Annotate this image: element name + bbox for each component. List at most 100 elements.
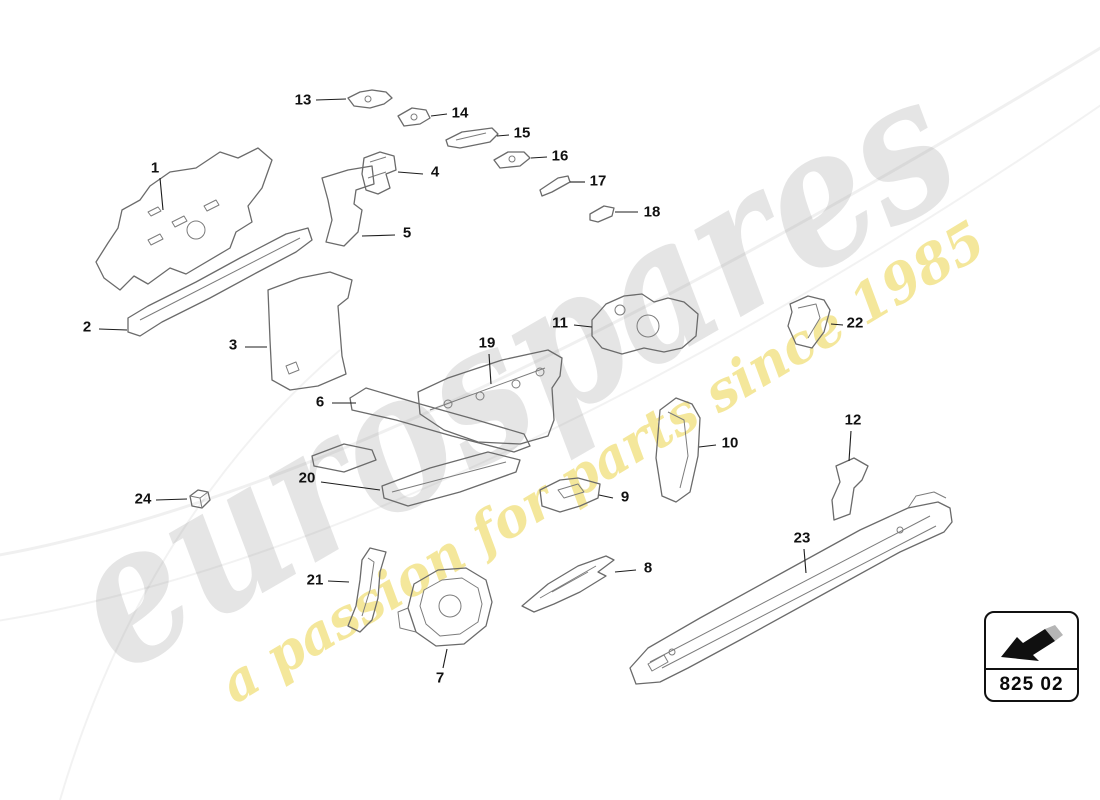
part-22-detail	[797, 303, 821, 339]
background-swoosh	[0, 46, 1100, 557]
leader-line-20	[320, 481, 381, 491]
leader-line-7	[442, 648, 448, 669]
part-23-detail	[647, 491, 947, 672]
leader-line-10	[698, 444, 717, 448]
part-23-shape	[629, 501, 953, 685]
callout-1: 1	[151, 160, 159, 177]
part-19-hole	[535, 367, 545, 377]
leader-line-21	[327, 580, 350, 583]
part-14-hole	[410, 113, 418, 121]
part-19-hole	[443, 399, 453, 409]
part-19-shape	[417, 349, 563, 445]
part-19-hole	[511, 379, 521, 389]
part-3-shape	[267, 271, 353, 391]
callout-18: 18	[644, 204, 661, 221]
callout-21: 21	[307, 572, 324, 589]
callout-14: 14	[452, 105, 469, 122]
leader-line-19	[488, 353, 492, 385]
callout-5: 5	[403, 225, 411, 242]
part-7-shape	[407, 567, 493, 647]
callout-6: 6	[316, 394, 324, 411]
part-24-detail	[189, 491, 209, 509]
leader-line-14	[430, 113, 448, 117]
callout-8: 8	[644, 560, 652, 577]
callout-4: 4	[431, 164, 440, 181]
part-13-hole	[364, 95, 372, 103]
part-20-edge	[391, 461, 507, 493]
callout-15: 15	[514, 125, 531, 142]
part-3-notch	[285, 361, 300, 375]
part-11-hole	[636, 314, 660, 338]
callout-2: 2	[83, 319, 91, 336]
callout-20: 20	[299, 470, 316, 487]
part-24-shape	[189, 489, 211, 509]
part-7-tab	[397, 607, 417, 633]
part-2-edge	[139, 237, 301, 321]
background-swoosh	[0, 104, 1100, 622]
leader-line-23	[803, 548, 807, 574]
part-10-shape	[655, 397, 701, 503]
part-15-detail	[455, 132, 487, 141]
part-5-shape	[321, 165, 375, 247]
leader-line-5	[361, 234, 396, 237]
part-15-shape	[445, 127, 499, 149]
part-1-shape	[95, 147, 273, 291]
part-1-slots	[147, 199, 220, 246]
part-9-shape	[539, 477, 601, 513]
leader-line-4	[397, 171, 424, 175]
part-16-hole	[508, 155, 516, 163]
leader-line-11	[573, 324, 593, 328]
callout-13: 13	[295, 92, 312, 109]
part-11-shape	[591, 293, 699, 355]
part-11-hole	[614, 304, 626, 316]
part-10-detail	[667, 411, 689, 489]
leader-line-13	[315, 98, 347, 101]
callout-3: 3	[229, 337, 237, 354]
leader-line-16	[530, 156, 548, 159]
callout-24: 24	[135, 491, 152, 508]
part-14-shape	[397, 107, 431, 127]
leader-line-22	[830, 323, 844, 326]
callout-19: 19	[479, 335, 496, 352]
leader-line-24	[155, 498, 188, 501]
part-21-detail	[361, 557, 375, 617]
part-17-shape	[539, 175, 571, 197]
leader-line-15	[496, 134, 510, 137]
part-8-detail	[539, 565, 597, 599]
part-1-hole	[186, 220, 206, 240]
part-code-box: 825 02	[984, 611, 1079, 702]
background-swoosh	[59, 349, 341, 800]
part-6-shape	[349, 387, 531, 453]
part-19-hole	[475, 391, 485, 401]
part-7-hole	[438, 594, 462, 618]
callout-9: 9	[621, 489, 629, 506]
part-20-shape	[311, 443, 521, 507]
leader-line-2	[98, 328, 128, 331]
callout-10: 10	[722, 435, 739, 452]
part-8-shape	[521, 555, 615, 613]
part-23-hole	[668, 648, 676, 656]
part-23-hole	[896, 526, 904, 534]
callout-17: 17	[590, 173, 607, 190]
callout-12: 12	[845, 412, 862, 429]
part-code: 825 02	[986, 668, 1077, 700]
leader-line-9	[598, 494, 614, 499]
part-4-shape	[361, 151, 397, 195]
part-19-edge	[429, 367, 546, 411]
callout-7: 7	[436, 670, 444, 687]
part-7-inner-ring	[419, 577, 483, 637]
callout-22: 22	[847, 315, 864, 332]
part-21-shape	[347, 547, 387, 633]
callout-23: 23	[794, 530, 811, 547]
part-4-detail	[367, 156, 387, 179]
part-12-shape	[831, 457, 869, 521]
direction-arrow-icon	[986, 613, 1077, 668]
part-9-slot	[557, 483, 585, 499]
part-16-shape	[493, 151, 531, 169]
leader-line-12	[848, 430, 852, 462]
leader-line-1	[159, 177, 164, 211]
leader-line-8	[614, 569, 637, 573]
callout-16: 16	[552, 148, 569, 165]
